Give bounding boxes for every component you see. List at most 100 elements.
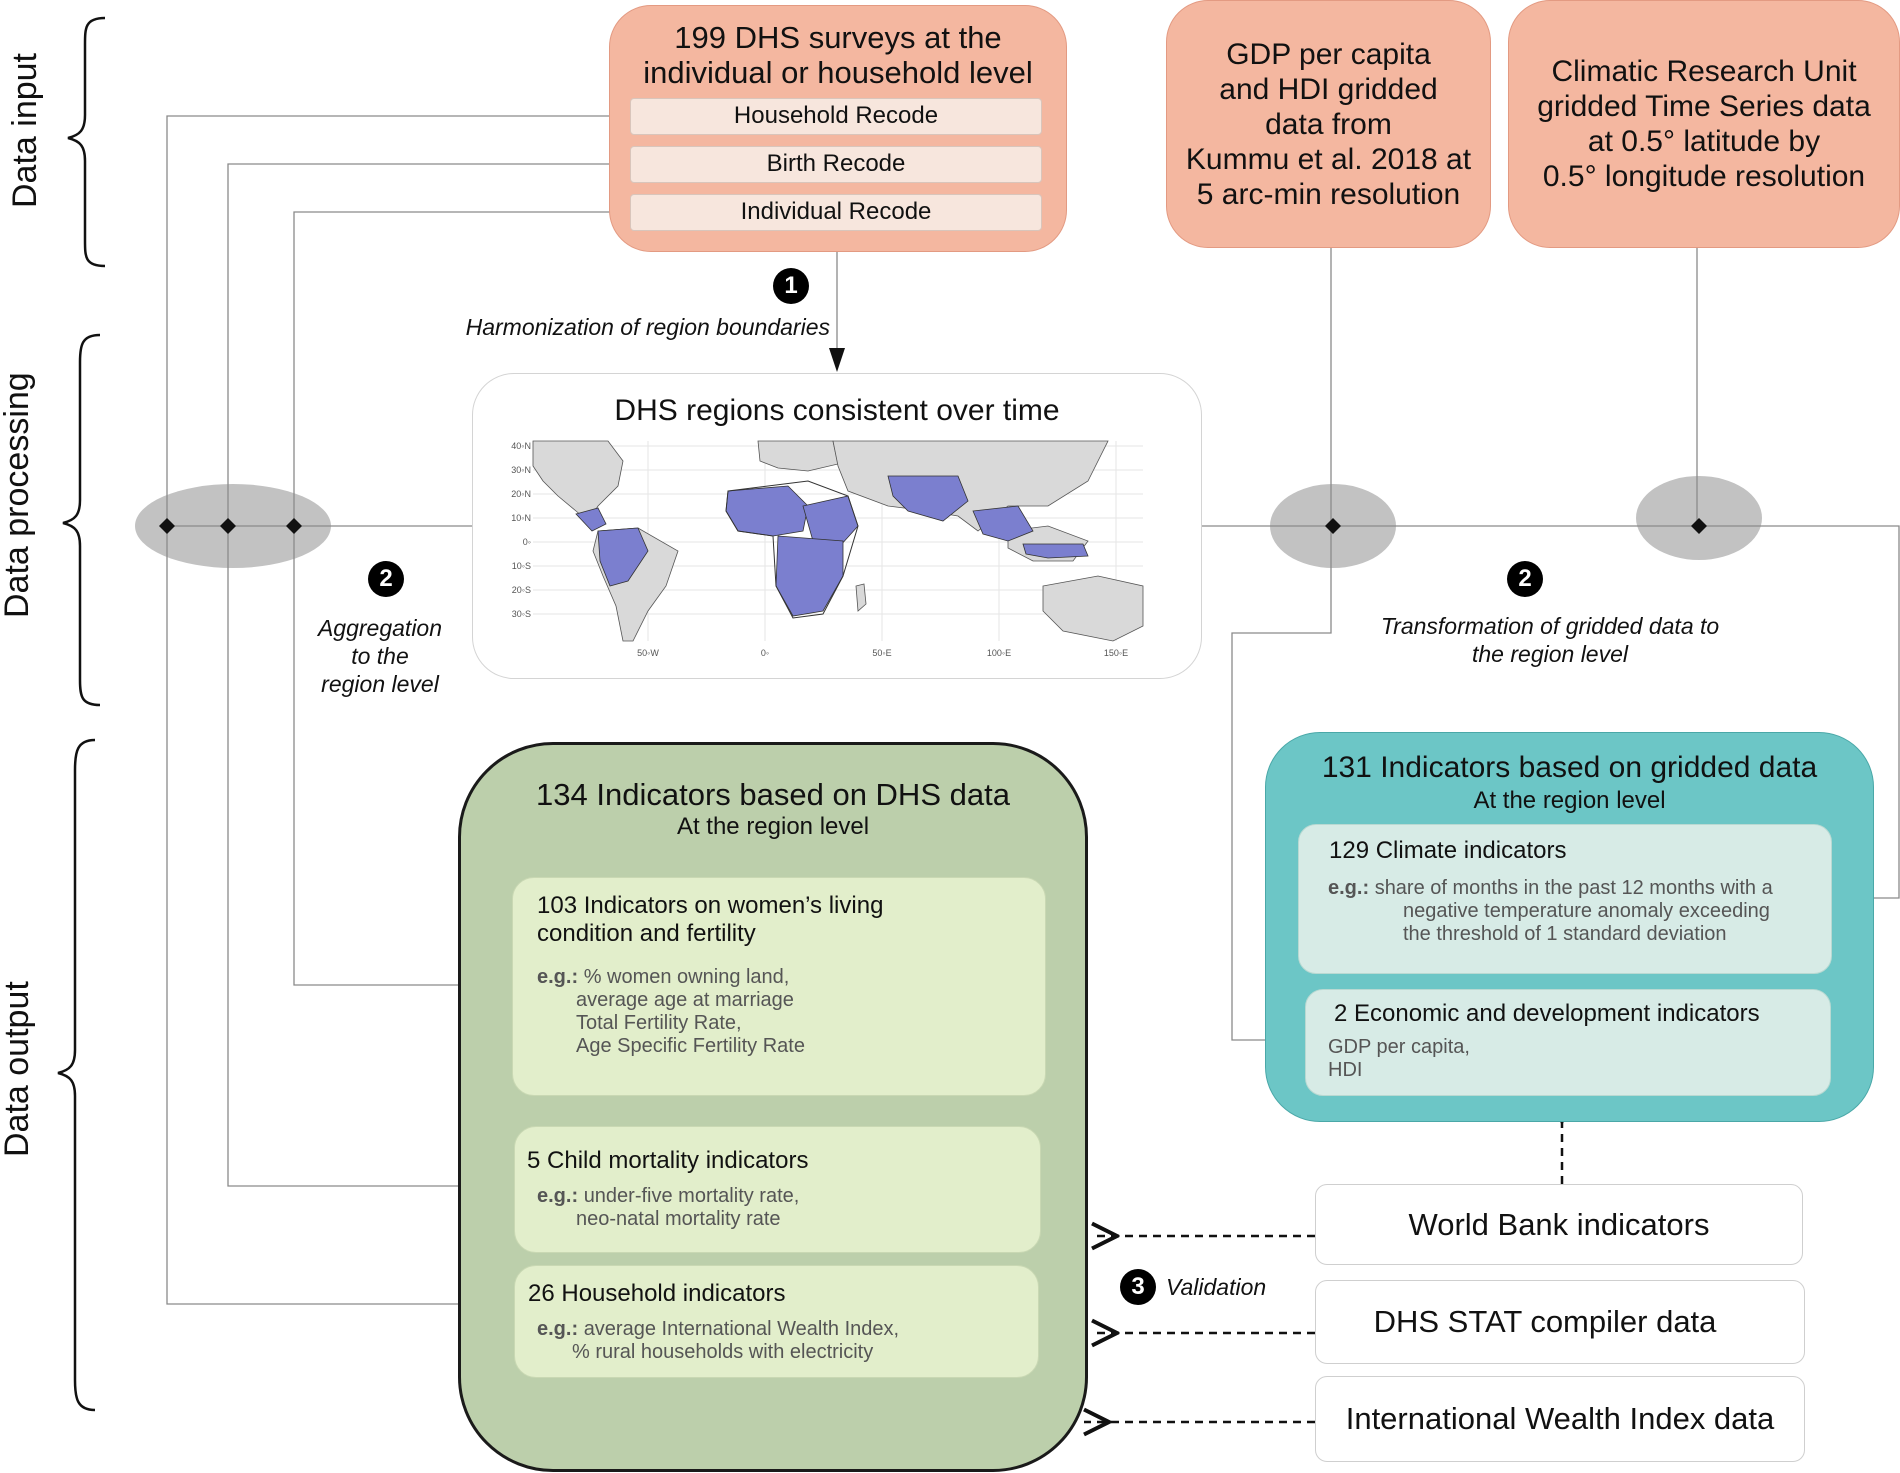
junction-diamond bbox=[1325, 518, 1341, 534]
cru-line: 0.5° longitude resolution bbox=[1542, 160, 1866, 193]
brace-data-processing bbox=[62, 333, 101, 707]
dhs-region-se-asia bbox=[972, 505, 1034, 542]
lat-tick: 40◦N bbox=[511, 441, 531, 451]
cru-line: gridded Time Series data bbox=[1537, 90, 1871, 123]
dhs-indicators-box: 134 Indicators based on DHS data At the … bbox=[458, 742, 1088, 1472]
lon-tick: 150◦E bbox=[1104, 648, 1128, 658]
map-right-line bbox=[1202, 525, 1900, 899]
climate-indicators-title: 129 Climate indicators bbox=[1329, 837, 1567, 864]
step-2-left-label: Aggregation to the region level bbox=[290, 614, 470, 698]
dhs-indicators-subtitle: At the region level bbox=[676, 813, 870, 840]
land-madagascar bbox=[855, 583, 867, 612]
lon-tick: 50◦W bbox=[637, 648, 659, 658]
dhs-region-east-africa bbox=[802, 495, 859, 547]
map-title: DHS regions consistent over time bbox=[614, 394, 1060, 427]
child-example: under-five mortality rate, bbox=[583, 1185, 800, 1207]
dhs-surveys-title: 199 DHS surveys at the bbox=[674, 20, 1002, 55]
eg-prefix: e.g.: bbox=[537, 1318, 579, 1340]
lon-tick: 100◦E bbox=[987, 648, 1011, 658]
dhs-region-central-america bbox=[575, 507, 607, 532]
step-2-left-line: to the bbox=[351, 643, 409, 669]
step-2-left-badge: 2 bbox=[368, 561, 404, 597]
lat-tick: 0◦ bbox=[523, 537, 531, 547]
cru-line: at 0.5° latitude by bbox=[1587, 125, 1821, 158]
section-label-data-processing: Data processing bbox=[0, 372, 36, 618]
household-indicators-box: 26 Household indicators e.g.: average In… bbox=[514, 1265, 1039, 1378]
climate-example: the threshold of 1 standard deviation bbox=[1403, 923, 1727, 945]
gdp-line: 5 arc-min resolution bbox=[1196, 178, 1461, 211]
lat-tick: 20◦S bbox=[512, 585, 531, 595]
junction-diamond bbox=[159, 518, 175, 534]
junction-diamond bbox=[220, 518, 236, 534]
step-3-label: Validation bbox=[1166, 1274, 1267, 1300]
individual-recode-line bbox=[293, 211, 631, 986]
dhs-region-indonesia bbox=[1022, 543, 1089, 559]
section-label-data-input: Data input bbox=[6, 53, 44, 208]
land-australia bbox=[1042, 575, 1144, 642]
household-example: average International Wealth Index, bbox=[583, 1318, 900, 1340]
step-2-left-line: Aggregation bbox=[317, 615, 443, 641]
dhs-region-south-asia bbox=[887, 475, 969, 522]
economic-indicators-box: 2 Economic and development indicators GD… bbox=[1305, 989, 1831, 1096]
dhs-regions-map-panel: DHS regions consistent over time 40◦N 30… bbox=[472, 373, 1202, 679]
women-indicators-title-line2: condition and fertility bbox=[537, 920, 756, 947]
climate-example: negative temperature anomaly exceeding bbox=[1403, 900, 1770, 922]
gridded-indicators-box: 131 Indicators based on gridded data At … bbox=[1265, 732, 1874, 1122]
women-example: % women owning land, bbox=[583, 966, 790, 988]
step-1-label: Harmonization of region boundaries bbox=[465, 314, 830, 340]
lat-tick: 10◦N bbox=[511, 513, 531, 523]
step-2-right-line: the region level bbox=[1472, 641, 1628, 667]
junction-diamond bbox=[1691, 518, 1707, 534]
women-example: Total Fertility Rate, bbox=[576, 1012, 742, 1034]
gdp-line: GDP per capita bbox=[1226, 38, 1431, 71]
lat-tick: 20◦N bbox=[511, 489, 531, 499]
world-bank-indicators-box: World Bank indicators bbox=[1315, 1184, 1803, 1265]
birth-recode: Birth Recode bbox=[630, 146, 1042, 183]
brace-data-input bbox=[67, 16, 106, 268]
cru-line: Climatic Research Unit bbox=[1551, 55, 1857, 88]
dhs-surveys-box: 199 DHS surveys at the individual or hou… bbox=[609, 5, 1067, 252]
child-mortality-box: 5 Child mortality indicators e.g.: under… bbox=[514, 1126, 1041, 1253]
world-bank-label: World Bank indicators bbox=[1408, 1207, 1710, 1242]
gdp-down-line bbox=[1231, 248, 1332, 1041]
household-example: % rural households with electricity bbox=[572, 1341, 874, 1363]
gridded-indicators-subtitle: At the region level bbox=[1473, 787, 1666, 814]
gdp-hdi-input-box: GDP per capita and HDI gridded data from… bbox=[1166, 0, 1491, 248]
dhs-stat-compiler-box: DHS STAT compiler data bbox=[1315, 1280, 1805, 1364]
climate-example: share of months in the past 12 months wi… bbox=[1374, 877, 1773, 899]
child-example: neo-natal mortality rate bbox=[576, 1208, 781, 1230]
dhs-stat-compiler-label: DHS STAT compiler data bbox=[1373, 1304, 1717, 1339]
dhs-surveys-subtitle: individual or household level bbox=[643, 55, 1033, 90]
eg-prefix: e.g.: bbox=[537, 1185, 579, 1207]
lat-tick: 10◦S bbox=[512, 561, 531, 571]
economic-indicators-title: 2 Economic and development indicators bbox=[1334, 1000, 1760, 1027]
birth-recode-line bbox=[227, 163, 631, 1187]
lon-tick: 50◦E bbox=[872, 648, 891, 658]
lat-tick: 30◦S bbox=[512, 609, 531, 619]
women-example: average age at marriage bbox=[576, 989, 794, 1011]
cru-input-box: Climatic Research Unit gridded Time Seri… bbox=[1508, 0, 1900, 248]
economic-example: HDI bbox=[1328, 1059, 1363, 1081]
child-mortality-title: 5 Child mortality indicators bbox=[527, 1147, 809, 1174]
lon-tick-labels: 50◦W 0◦ 50◦E 100◦E 150◦E bbox=[637, 648, 1128, 658]
iwi-data-box: International Wealth Index data bbox=[1315, 1376, 1805, 1462]
brace-data-output bbox=[57, 738, 96, 1412]
lon-tick: 0◦ bbox=[761, 648, 769, 658]
household-recode: Household Recode bbox=[630, 98, 1042, 135]
dhs-region-west-africa bbox=[725, 485, 809, 537]
land-asia bbox=[832, 440, 1109, 532]
lat-tick: 30◦N bbox=[511, 465, 531, 475]
gdp-line: Kummu et al. 2018 at bbox=[1185, 143, 1472, 176]
step-2-right-line: Transformation of gridded data to bbox=[1380, 613, 1720, 639]
section-label-data-output: Data output bbox=[0, 981, 36, 1157]
step-2-left-line: region level bbox=[321, 671, 439, 697]
arrowhead-step1 bbox=[829, 348, 845, 372]
step-2-right-badge: 2 bbox=[1507, 561, 1543, 597]
household-recode-line bbox=[166, 115, 631, 1305]
step-3-badge: 3 bbox=[1120, 1269, 1156, 1305]
step-2-right-label: Transformation of gridded data to the re… bbox=[1340, 612, 1760, 668]
dhs-region-andes bbox=[597, 527, 649, 587]
iwi-data-label: International Wealth Index data bbox=[1345, 1401, 1775, 1436]
step-1-badge: 1 bbox=[773, 268, 809, 304]
